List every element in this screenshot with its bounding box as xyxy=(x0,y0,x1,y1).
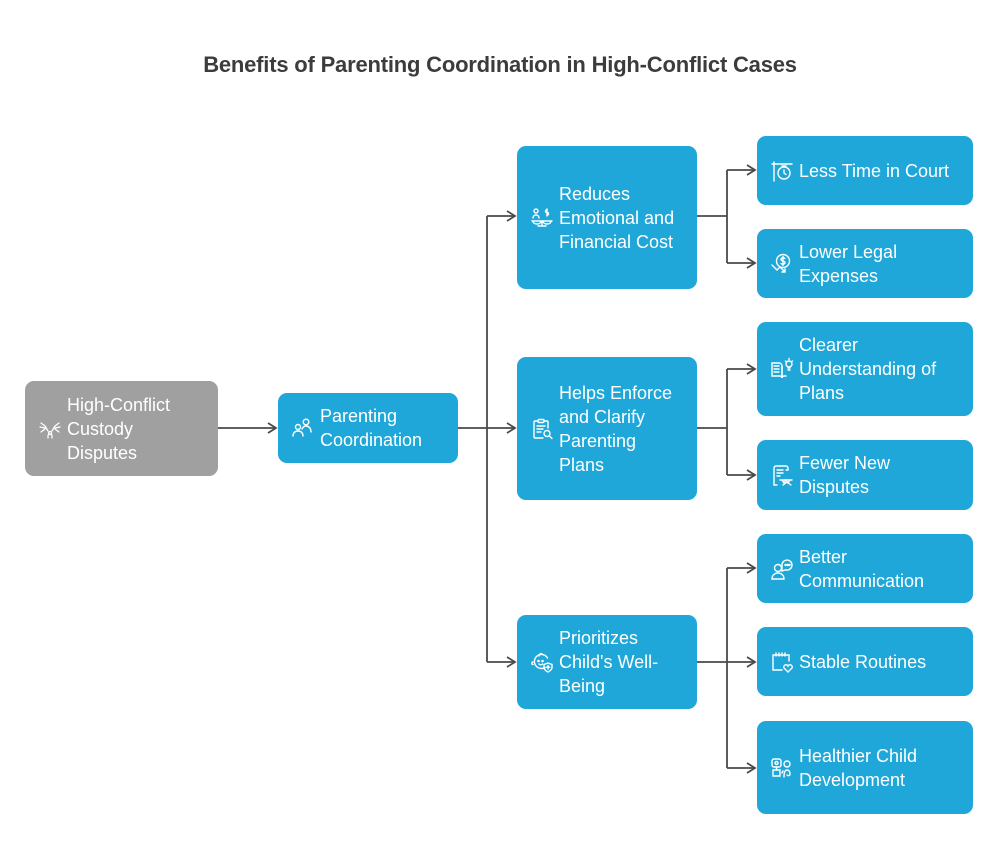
baby-shield-icon xyxy=(525,650,559,674)
leaf-label: Stable Routines xyxy=(799,651,927,672)
leaf-label: Healthier Child Development xyxy=(799,745,918,790)
root-label: High-Conflict Custody Disputes xyxy=(67,394,171,463)
leaf-label: Fewer New Disputes xyxy=(799,453,891,497)
leaf-label: Clearer Understanding of Plans xyxy=(799,335,937,403)
person-chat-icon xyxy=(765,557,799,581)
root-node: High-Conflict Custody Disputes xyxy=(25,381,218,476)
leaf-node-lower-legal-expenses: Lower Legal Expenses xyxy=(757,229,973,298)
book-lightbulb-icon xyxy=(765,357,799,381)
leaf-node-healthier-development: Healthier Child Development xyxy=(757,721,973,814)
leaf-label: Less Time in Court xyxy=(799,160,950,181)
branch-label: Reduces Emotional and Financial Cost xyxy=(559,183,675,252)
hub-node: Parenting Coordination xyxy=(278,393,458,463)
branch-label: Helps Enforce and Clarify Parenting Plan… xyxy=(559,382,673,475)
balance-scale-icon xyxy=(525,206,559,230)
leaf-label: Lower Legal Expenses xyxy=(799,241,898,286)
clipboard-search-icon xyxy=(525,417,559,441)
scroll-handshake-icon xyxy=(765,463,799,487)
conflict-icon xyxy=(33,417,67,441)
leaf-node-stable-routines: Stable Routines xyxy=(757,627,973,696)
branch-node-reduces-cost: Reduces Emotional and Financial Cost xyxy=(517,146,697,289)
people-icon xyxy=(286,416,320,440)
leaf-node-better-communication: Better Communication xyxy=(757,534,973,603)
leaf-node-fewer-disputes: Fewer New Disputes xyxy=(757,440,973,510)
calendar-heart-icon xyxy=(765,650,799,674)
leaf-node-less-time-court: Less Time in Court xyxy=(757,136,973,205)
child-growth-icon xyxy=(765,756,799,780)
leaf-label: Better Communication xyxy=(799,546,925,591)
branch-node-enforce-plans: Helps Enforce and Clarify Parenting Plan… xyxy=(517,357,697,500)
branch-label: Prioritizes Child's Well-Being xyxy=(559,628,659,696)
timer-sign-icon xyxy=(765,159,799,183)
leaf-node-clearer-understanding: Clearer Understanding of Plans xyxy=(757,322,973,416)
branch-node-child-wellbeing: Prioritizes Child's Well-Being xyxy=(517,615,697,709)
diagram-title: Benefits of Parenting Coordination in Hi… xyxy=(203,52,797,77)
hub-label: Parenting Coordination xyxy=(320,406,423,450)
dollar-down-icon xyxy=(765,252,799,276)
